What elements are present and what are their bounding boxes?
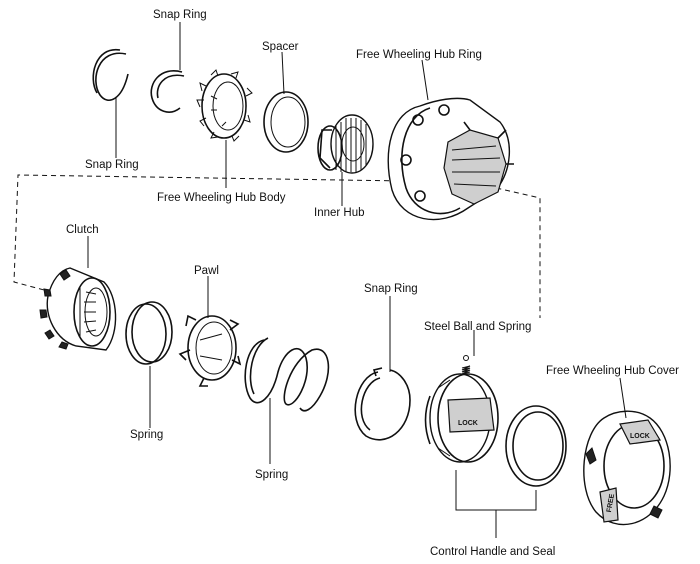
free-wheeling-hub-ring-part [387, 97, 514, 221]
label-snap-ring-left: Snap Ring [85, 159, 139, 171]
label-spring-left: Spring [130, 429, 163, 441]
free-wheeling-hub-cover-part: LOCK FREE [583, 410, 671, 526]
label-spring-center: Spring [255, 469, 288, 481]
steel-ball-and-spring-part [461, 355, 471, 375]
seal-part [505, 405, 567, 487]
pawl-part [178, 314, 242, 387]
label-pawl: Pawl [194, 265, 219, 277]
label-spacer: Spacer [262, 41, 299, 53]
lock-marking-cover: LOCK [630, 433, 650, 440]
label-clutch: Clutch [66, 224, 99, 236]
label-free-wheeling-hub-ring: Free Wheeling Hub Ring [356, 49, 482, 61]
leader-lines [87, 22, 627, 538]
free-marking-cover: FREE [606, 493, 616, 513]
clutch-part [39, 267, 117, 351]
spacer-part [263, 91, 309, 153]
label-inner-hub: Inner Hub [314, 207, 365, 219]
free-wheeling-hub-body-part [196, 69, 253, 142]
label-control-handle-and-seal: Control Handle and Seal [430, 546, 555, 558]
snap-ring-top-part [150, 70, 185, 113]
snap-ring-lower-part [354, 367, 411, 441]
control-handle-part: LOCK [424, 373, 499, 463]
label-snap-ring-top: Snap Ring [153, 9, 207, 21]
assembly-guide-line [13, 174, 541, 318]
lock-marking-handle: LOCK [458, 420, 478, 427]
spring-left-part [125, 301, 173, 365]
spring-center-part [244, 337, 330, 412]
inner-hub-part [317, 114, 374, 174]
snap-ring-left-part [92, 49, 129, 101]
label-free-wheeling-hub-cover: Free Wheeling Hub Cover [546, 365, 679, 377]
label-steel-ball-and-spring: Steel Ball and Spring [424, 321, 531, 333]
label-free-wheeling-hub-body: Free Wheeling Hub Body [157, 192, 286, 204]
label-snap-ring-lower: Snap Ring [364, 283, 418, 295]
